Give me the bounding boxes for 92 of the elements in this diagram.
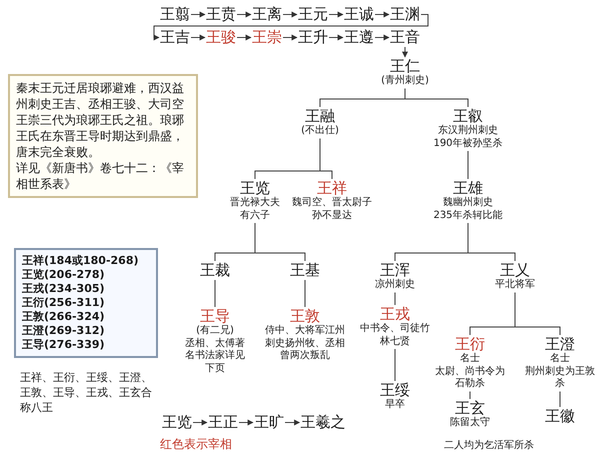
list-item: 王衍(256-311) <box>22 296 106 310</box>
person-name: 王音 <box>389 29 421 46</box>
person-name: 王遵 <box>343 29 375 46</box>
connector-line <box>394 348 396 382</box>
person-name: 王翦 <box>159 6 191 23</box>
arrow <box>282 34 298 40</box>
note-text: 235年杀轲比能 <box>432 210 504 222</box>
arrow <box>284 420 300 426</box>
person-name: 王诚 <box>343 6 375 23</box>
person-name: 王绥 <box>379 382 411 399</box>
arrow <box>154 14 428 40</box>
list-item: 王戎(234-305) <box>22 282 106 296</box>
arrow <box>282 12 298 18</box>
note-text: (有二兄) <box>195 325 235 338</box>
note-text: 详见《新唐书》卷七十二：《宰相世系表》 <box>16 160 185 192</box>
person-name: 王玄 <box>454 400 485 417</box>
connector-line <box>468 222 516 262</box>
person-name: 王骏 <box>205 29 237 46</box>
person-name: 王敦 <box>289 308 321 325</box>
person-name: 王祥 <box>317 180 347 197</box>
person-name: 王羲之 <box>300 414 346 431</box>
person-name: 王乂 <box>499 262 531 279</box>
note-text: 丞相、太傅著名书法家详见下页 <box>184 338 246 375</box>
arrow <box>190 34 206 40</box>
note-text: 魏幽州刺史 <box>442 197 494 210</box>
connector-line <box>214 280 216 308</box>
note-box <box>14 248 158 358</box>
arrow <box>374 34 390 40</box>
note-text: (青州刺史) <box>380 75 430 88</box>
list-item: 王祥(184或180-268) <box>22 254 140 268</box>
person-name: 王元 <box>297 6 329 23</box>
person-name: 王裁 <box>199 262 231 279</box>
person-name: 王戎 <box>380 306 410 323</box>
note-text: 凉州刺史 <box>374 279 416 292</box>
note-text: 红色表示宰相 <box>160 436 232 453</box>
arrow <box>238 420 254 426</box>
arrow <box>190 12 206 18</box>
note-text: 平北将军 <box>494 279 536 292</box>
person-name: 王览 <box>239 180 270 197</box>
note-text: 二人均为乞活军所杀 <box>444 438 534 452</box>
person-name: 王衍 <box>454 336 486 353</box>
person-name: 王正 <box>207 414 239 431</box>
note-text: 东汉荆州刺史 <box>437 125 499 138</box>
note-text: 太尉、尚书令为石勒杀 <box>434 366 506 390</box>
person-name: 王融 <box>304 108 336 125</box>
note-text: 王祥、王衍、王绥、王澄、王敦、王导、王戎、王玄合称八王 <box>20 370 153 415</box>
person-name: 王导 <box>199 308 231 325</box>
note-text: 名士 <box>459 353 481 366</box>
note-box <box>8 74 198 198</box>
list-item: 王览(206-278) <box>22 268 106 282</box>
connector-line <box>514 292 560 336</box>
person-name: 王徽 <box>544 408 576 425</box>
person-name: 王贲 <box>205 6 237 23</box>
person-name: 王旷 <box>253 414 285 431</box>
person-name: 王浑 <box>380 262 410 279</box>
list-item: 王敦(266-324) <box>22 310 106 324</box>
person-name: 王叡 <box>452 108 483 125</box>
arrow <box>374 12 390 18</box>
arrow <box>236 34 252 40</box>
arrow <box>328 34 344 40</box>
connector-line <box>304 280 306 308</box>
person-name: 王雄 <box>453 180 484 197</box>
person-name: 王崇 <box>251 29 283 46</box>
note-text: 190年被孙坚杀 <box>432 138 504 150</box>
note-text: 中书令、司徒竹林七贤 <box>360 323 430 348</box>
arrow <box>236 12 252 18</box>
note-text: 魏司空、晋太尉子孙不显达 <box>291 197 373 222</box>
note-text: 早卒 <box>384 399 406 412</box>
person-name: 王离 <box>251 6 283 23</box>
person-name: 王渊 <box>389 6 421 23</box>
person-name: 王仁 <box>390 58 420 75</box>
connector-line <box>320 138 332 180</box>
connector-line <box>394 292 396 306</box>
arrow <box>192 420 208 426</box>
list-item: 王导(276-339) <box>22 338 106 352</box>
arrow <box>402 46 408 58</box>
connector-line <box>404 88 468 108</box>
note-text: 秦末王元迁居琅琊避难，西汉益州刺史王吉、丞相王骏、大司空王崇三代为琅琊王氏之祖。琅琊王氏在东晋王导时期达到鼎盛，唐末完全衰败。 <box>16 80 185 160</box>
person-name: 王基 <box>289 262 321 279</box>
note-text: 晋光禄大夫有六子 <box>229 197 281 222</box>
person-name: 王升 <box>297 29 329 46</box>
note-text: 陈留太守 <box>449 417 491 430</box>
connector-line <box>254 222 306 262</box>
list-item: 王澄(269-312) <box>22 324 106 338</box>
person-name: 王澄 <box>544 336 576 353</box>
note-text: 荆州刺史为王敦杀 <box>524 366 596 390</box>
note-text: 侍中、大将军江州刺史扬州牧、丞相曾两次叛乱 <box>265 325 345 362</box>
arrow <box>328 12 344 18</box>
person-name: 王览 <box>161 414 193 431</box>
note-text: (不出仕) <box>300 125 340 138</box>
note-text: 名士 <box>549 353 571 366</box>
person-name: 王吉 <box>159 29 191 46</box>
